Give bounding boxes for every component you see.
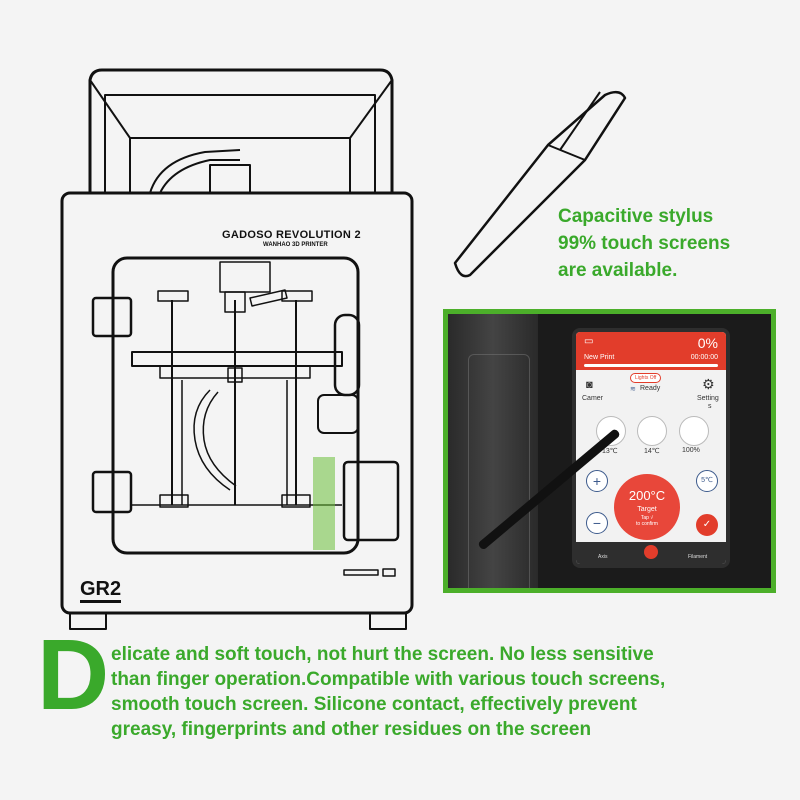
step-size-button[interactable]: 5℃ (696, 470, 718, 492)
tap-hint: Tap √ to confirm (614, 515, 680, 527)
screen-nav-bar: Axis Filament (576, 542, 726, 564)
print-progress-percent: 0% (697, 335, 718, 351)
drop-cap: D (37, 619, 110, 731)
wifi-icon: ≋ (630, 386, 636, 393)
printer-subbrand-label: WANHAO 3D PRINTER (263, 242, 328, 248)
print-job-name: New Print (584, 354, 615, 361)
description-line: than finger operation.Compatible with va… (111, 669, 666, 690)
hinge-top (91, 296, 133, 338)
stylus-caption-line: Capacitive stylus (558, 206, 714, 227)
target-temp-dial[interactable]: 200°C Target Tap √ to confirm (614, 474, 680, 540)
home-logo-icon[interactable] (644, 545, 658, 559)
tap-hint-line: to confirm (636, 521, 658, 527)
description-line: greasy, fingerprints and other residues … (111, 719, 592, 740)
lights-toggle[interactable]: Lights Off (630, 373, 662, 383)
description-line: smooth touch screen. Silicone contact, e… (111, 694, 637, 715)
hinge-bottom (91, 470, 133, 514)
decrease-temp-button[interactable]: − (586, 512, 608, 534)
progress-bar (584, 364, 718, 367)
target-temp-value: 200°C (628, 488, 666, 503)
fan-percent: 100% (682, 447, 700, 454)
printer-body (60, 191, 414, 615)
tap-hint-line: Tap √ (640, 515, 654, 521)
fan-icon[interactable] (679, 416, 709, 446)
capacitive-stylus (453, 90, 627, 278)
camera-label: Camer (582, 395, 604, 402)
nav-axis[interactable]: Axis (598, 554, 608, 560)
description-paragraph: elicate and soft touch, not hurt the scr… (111, 642, 791, 742)
printer-model-mark: GR2 (80, 578, 122, 603)
print-timer: 00:00:00 (690, 354, 718, 361)
camera-icon[interactable]: ◙ (586, 379, 593, 391)
settings-label-tail: s (708, 403, 712, 410)
nav-filament[interactable]: Filament (688, 554, 708, 560)
settings-label: Setting (697, 395, 719, 402)
confirm-button[interactable]: ✓ (696, 514, 718, 536)
increase-temp-button[interactable]: + (586, 470, 608, 492)
description-line: elicate and soft touch, not hurt the scr… (111, 644, 654, 665)
nozzle-temp: 13℃ (602, 448, 618, 455)
status-label: Ready (640, 385, 661, 392)
folder-icon: ▭ (584, 336, 594, 347)
stylus-caption-line: are available. (558, 260, 678, 281)
bed-icon[interactable] (637, 416, 667, 446)
stylus-caption-line: 99% touch screens (558, 233, 731, 254)
printer-brand-label: GADOSO REVOLUTION 2 (222, 229, 361, 241)
bed-temp: 14℃ (644, 448, 660, 455)
screen-header: ▭ 0% New Print 00:00:00 (576, 332, 726, 370)
gear-icon[interactable]: ⚙ (702, 376, 715, 392)
stylus-caption: Capacitive stylus 99% touch screens are … (558, 203, 788, 284)
target-temp-label: Target (637, 506, 657, 513)
door-handle (333, 313, 361, 397)
touchscreen-photo: ▭ 0% New Print 00:00:00 Lights Off ◙ Cam… (443, 309, 776, 593)
